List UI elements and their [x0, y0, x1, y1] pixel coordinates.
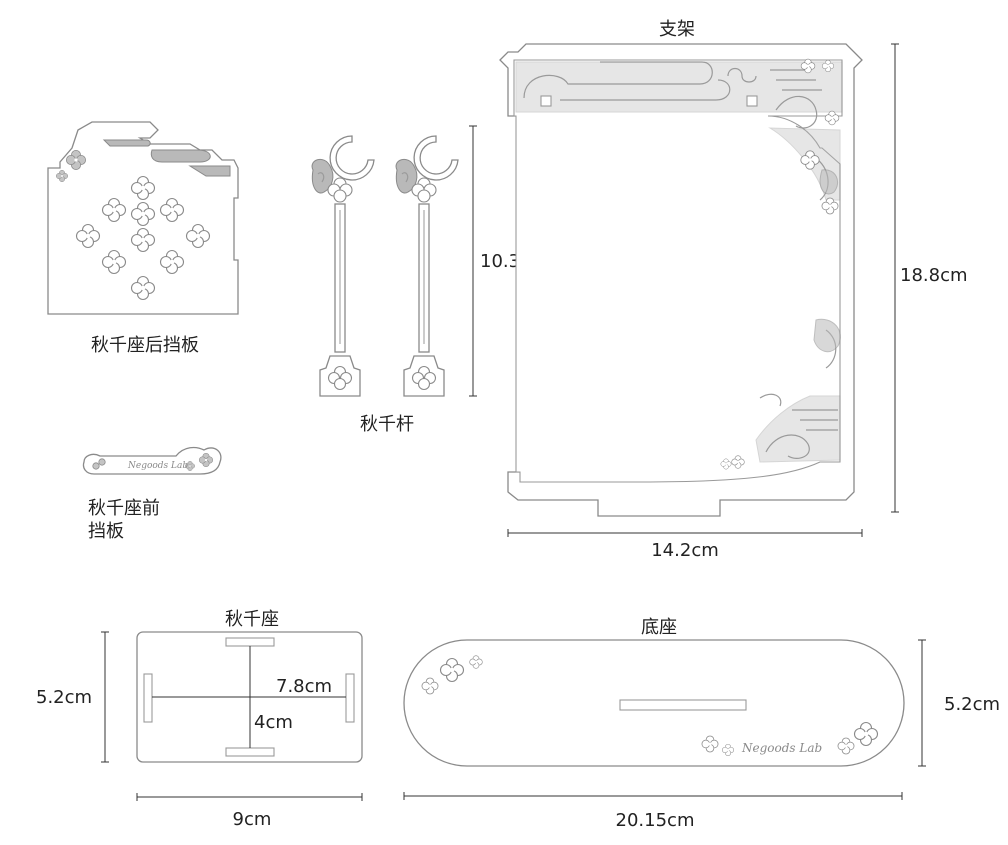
- swing-rod-left: [311, 135, 375, 397]
- base-piece: Negoods Lab: [403, 639, 905, 767]
- stand-piece: [499, 43, 863, 517]
- base-brand: Negoods Lab: [741, 741, 822, 755]
- front-board-label-line1: 秋千座前: [88, 498, 160, 519]
- seat-width-dimension: [136, 793, 363, 801]
- swing-seat-piece: [136, 631, 363, 763]
- base-label: 底座: [641, 617, 677, 638]
- front-board-brand: Negoods Lab: [127, 461, 188, 471]
- base-height-label: 5.2cm: [944, 694, 1000, 715]
- seat-height-dimension: [101, 631, 109, 763]
- stand-width-dimension: [507, 529, 863, 537]
- seat-inner-height-label: 4cm: [254, 712, 293, 733]
- back-board-label: 秋千座后挡板: [91, 335, 199, 356]
- base-height-dimension: [918, 639, 926, 767]
- swing-seat-label: 秋千座: [225, 609, 279, 630]
- seat-width-label: 9cm: [233, 809, 272, 830]
- back-board-piece: [47, 121, 239, 315]
- swing-rod-right: [395, 135, 459, 397]
- front-board-label-line2: 挡板: [88, 521, 124, 542]
- stand-width-label: 14.2cm: [651, 540, 719, 561]
- seat-height-label: 5.2cm: [36, 687, 92, 708]
- swing-rod-label: 秋千杆: [360, 414, 414, 435]
- front-board-piece: Negoods Lab: [82, 446, 222, 475]
- seat-inner-width-label: 7.8cm: [276, 676, 332, 697]
- stand-height-label: 18.8cm: [900, 265, 968, 286]
- base-width-label: 20.15cm: [616, 810, 695, 831]
- rod-height-dimension: [469, 125, 477, 397]
- stand-height-dimension: [891, 43, 899, 513]
- base-width-dimension: [403, 792, 903, 800]
- stand-label: 支架: [659, 19, 695, 40]
